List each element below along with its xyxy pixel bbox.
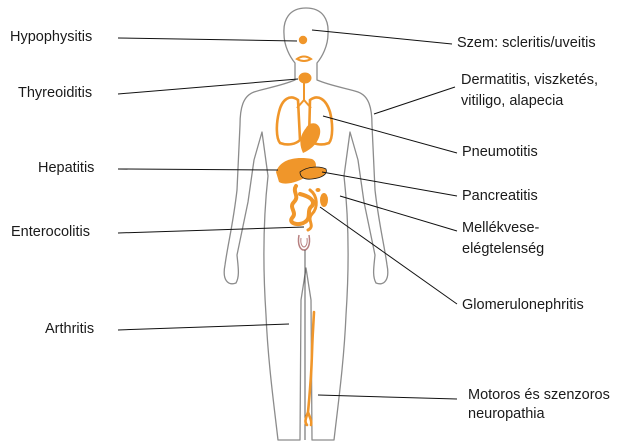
bladder-organ xyxy=(298,235,309,250)
label-thyreoiditis: Thyreoiditis xyxy=(18,84,92,103)
lips-mark xyxy=(297,57,311,62)
kidney-organ xyxy=(320,193,328,207)
label-hypophysitis: Hypophysitis xyxy=(10,28,92,47)
leader-hypophysitis xyxy=(118,38,297,41)
leader-pancreatitis xyxy=(322,172,457,196)
adrenal-gland xyxy=(316,188,321,192)
label-dermatitis-line2: vitiligo, alapecia xyxy=(461,92,563,111)
leader-enterocolitis xyxy=(118,227,304,233)
leader-pneumotitis xyxy=(323,116,457,153)
pituitary-organ xyxy=(299,36,307,44)
label-mellekvese-line2: elégtelenség xyxy=(462,240,544,259)
leader-thyreoiditis xyxy=(118,79,298,94)
leader-arthritis xyxy=(118,324,289,330)
label-motoros-line2: neuropathia xyxy=(468,405,545,424)
leader-dermatitis xyxy=(374,87,455,114)
label-szem: Szem: scleritis/uveitis xyxy=(457,34,596,53)
leader-glomerulo xyxy=(320,207,457,304)
label-enterocolitis: Enterocolitis xyxy=(11,223,90,242)
label-pancreatitis: Pancreatitis xyxy=(462,187,538,206)
label-hepatitis: Hepatitis xyxy=(38,159,94,178)
left-lung xyxy=(277,97,300,144)
heart-organ xyxy=(300,123,320,153)
label-dermatitis-line1: Dermatitis, viszketés, xyxy=(461,71,598,90)
label-arthritis: Arthritis xyxy=(45,320,94,339)
thyroid-organ xyxy=(299,73,312,84)
label-pneumotitis: Pneumotitis xyxy=(462,143,538,162)
leader-hepatitis xyxy=(118,169,278,170)
leader-lines xyxy=(118,30,457,399)
label-mellekvese-line1: Mellékvese- xyxy=(462,219,539,238)
peripheral-nerve xyxy=(305,312,314,425)
label-glomerulonephritis: Glomerulonephritis xyxy=(462,296,584,315)
leader-szem xyxy=(312,30,452,44)
label-motoros-line1: Motoros és szenzoros xyxy=(468,386,610,405)
leader-mellekvese xyxy=(340,196,457,231)
